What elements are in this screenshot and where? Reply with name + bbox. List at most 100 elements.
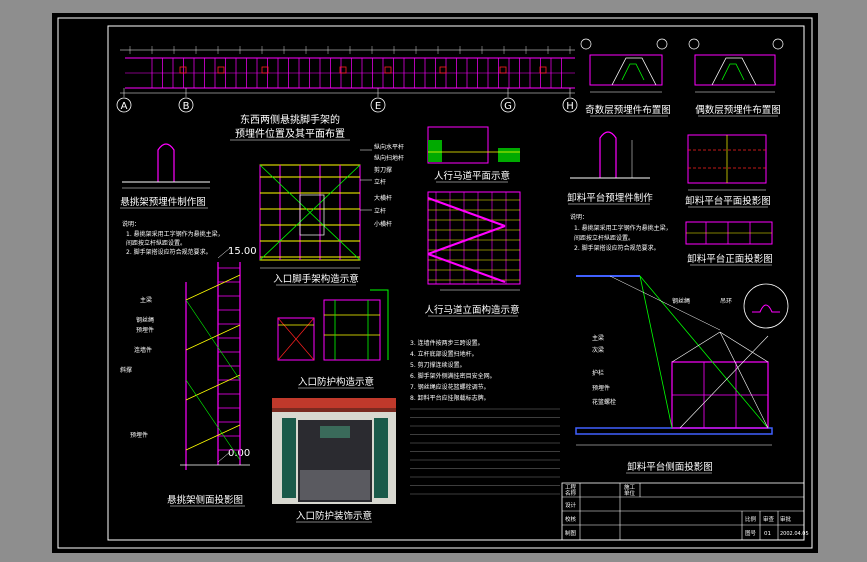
cantilever-label-1: 钢丝绳: [136, 316, 154, 324]
even-floor-stair-inner: [721, 63, 745, 81]
cantilever-label-4: 斜撑: [120, 366, 132, 374]
platform-note-0: 说明：: [570, 213, 588, 221]
axis-label-H: H: [566, 101, 574, 112]
walkway-plan-title: 人行马道平面示意: [434, 170, 510, 182]
tb-label-project: 工程: [565, 483, 577, 491]
notes-filler-lines: [410, 408, 560, 495]
platform-cable-4: [719, 331, 769, 429]
even-floor-stair: [711, 57, 757, 86]
elev-leader-bottom: [217, 451, 231, 463]
axis-bubble-B: [178, 97, 194, 113]
photo-sign: [320, 426, 350, 438]
scaffold-label-0: 纵向水平杆: [374, 143, 404, 151]
scaffold-label-1: 纵向扫地杆: [374, 154, 404, 162]
even-floor-axis-left: [688, 38, 700, 50]
cantilever-brace: [185, 274, 241, 301]
notes-center-8: 7. 钢丝绳应设花篮螺栓调节。: [410, 383, 490, 391]
platform-note-1: 1. 悬挑架采用工字钢作为悬挑主梁，: [574, 224, 672, 232]
platform-side-title: 卸料平台侧面投影图: [627, 461, 713, 473]
tb-label-design: 设计: [565, 501, 577, 509]
plan-embed-4: [384, 66, 392, 74]
scaffold-label-6: 小横杆: [374, 220, 392, 228]
platform-label-5: 预埋件: [592, 384, 610, 392]
cantilever-brace: [185, 424, 241, 451]
walkway-plan-left-block: [428, 140, 442, 162]
axis-label-B: B: [183, 101, 190, 112]
cantilever-brace: [185, 324, 241, 351]
walkway-elevation: 人行马道立面构造示意: [424, 191, 521, 317]
tb-label-ratio: 比例: [745, 515, 757, 523]
even-floor-plan: 偶数层预埋件布置图: [688, 38, 784, 117]
platform-side-detail-ring: [752, 304, 780, 313]
scaffold-label-4: 大横杆: [374, 194, 392, 202]
platform-embed: 卸料平台预埋件制作: [567, 131, 653, 205]
cantilever-label-3: 连墙件: [134, 346, 152, 354]
platform-embed-hook: [599, 131, 617, 178]
protection-title: 入口防护构造示意: [298, 376, 374, 388]
even-floor-outline: [694, 54, 776, 86]
axis-bubble-G: [500, 97, 516, 113]
notes-left-1: 1. 悬挑架采用工字钢作为悬挑主梁，: [126, 230, 224, 238]
scaffold-label-3: 立杆: [374, 178, 386, 186]
walkway-ramp-1: [427, 197, 506, 227]
notes-center-9: 8. 卸料平台应挂限载标志牌。: [410, 394, 490, 402]
axis-label-E: E: [375, 101, 381, 112]
scaffold-detail: 入口脚手架构造示意 纵向水平杆 纵向扫地杆 剪刀撑 立杆 大横杆 立杆 小横杆: [259, 143, 404, 286]
photo-steps: [300, 470, 370, 500]
notes-center-7: 6. 脚手架外侧满挂密目安全网。: [410, 372, 496, 380]
platform-label-6: 花篮螺栓: [592, 398, 616, 406]
elev-leader-top: [217, 247, 231, 259]
even-floor-title: 偶数层预埋件布置图: [695, 104, 781, 116]
walkway-plan: 人行马道平面示意: [427, 126, 520, 183]
embed-cut-detail: 悬挑架预埋件制作图: [120, 143, 210, 209]
cantilever-rope-1: [185, 299, 241, 381]
walkway-ramp-2: [427, 225, 506, 255]
notes-left-2: 间距按立杆纵距设置。: [126, 239, 186, 247]
title-block: 工程 名称 施工 单位 设计 校核 制图 比例 审查 图号 01 审批 2002…: [561, 482, 809, 541]
cantilever-rope-2: [185, 379, 241, 461]
title-block-frame: [561, 482, 805, 541]
tb-label-draw: 制图: [565, 529, 577, 537]
platform-front-title: 卸料平台正面投影图: [687, 253, 773, 265]
axis-bubble-A: [116, 97, 132, 113]
platform-plan: 卸料平台平面投影图: [685, 134, 771, 208]
scaffold-door: [299, 194, 325, 236]
axis-bubble-E: [370, 97, 386, 113]
scaffold-title: 入口脚手架构造示意: [273, 273, 359, 285]
scaffold-brace-2: [259, 164, 361, 261]
outer-frame: [57, 17, 813, 549]
platform-note-2: 间距按立杆纵距设置。: [574, 234, 634, 242]
photo-roof-edge: [272, 408, 396, 412]
protection-frame-right: [323, 299, 381, 361]
odd-floor-axis-left: [580, 38, 592, 50]
platform-cable-5: [671, 331, 721, 363]
odd-floor-title: 奇数层预埋件布置图: [585, 104, 671, 116]
plan-embed-6: [499, 66, 507, 74]
platform-front: 卸料平台正面投影图: [685, 221, 773, 266]
tb-label-company: 施工: [624, 483, 636, 491]
platform-label-3: 次梁: [592, 346, 604, 354]
main-plan-title-1: 东西两侧悬挑脚手架的: [240, 113, 340, 126]
platform-side-detail-circle: [743, 283, 789, 329]
tb-label-review: 审查: [763, 515, 775, 523]
photo-pillar-left: [282, 418, 296, 498]
platform-label-2: 主梁: [592, 334, 604, 342]
notes-center-6: 5. 剪刀撑连续设置。: [410, 361, 466, 369]
platform-label-1: 吊环: [720, 298, 732, 305]
tb-date: 2002.04.05: [780, 531, 809, 537]
tb-label-name: 名称: [565, 489, 577, 497]
odd-floor-stair: [611, 57, 657, 86]
walkway-elev-title: 人行马道立面构造示意: [424, 304, 519, 316]
tb-label-approve: 审批: [780, 515, 792, 523]
odd-floor-stair-inner: [621, 63, 645, 81]
notes-center: 3. 连墙件按两步三跨设置。 4. 立杆底部设置扫地杆。 5. 剪刀撑连续设置。…: [410, 339, 496, 402]
notes-center-4: 3. 连墙件按两步三跨设置。: [410, 339, 484, 347]
platform-cable-6: [719, 331, 769, 363]
axis-bubble-H: [562, 97, 578, 113]
tb-label-drawing-no: 图号: [745, 529, 757, 537]
platform-label-4: 护栏: [592, 369, 604, 377]
plan-embed-3: [339, 66, 347, 74]
odd-floor-outline: [589, 54, 663, 86]
